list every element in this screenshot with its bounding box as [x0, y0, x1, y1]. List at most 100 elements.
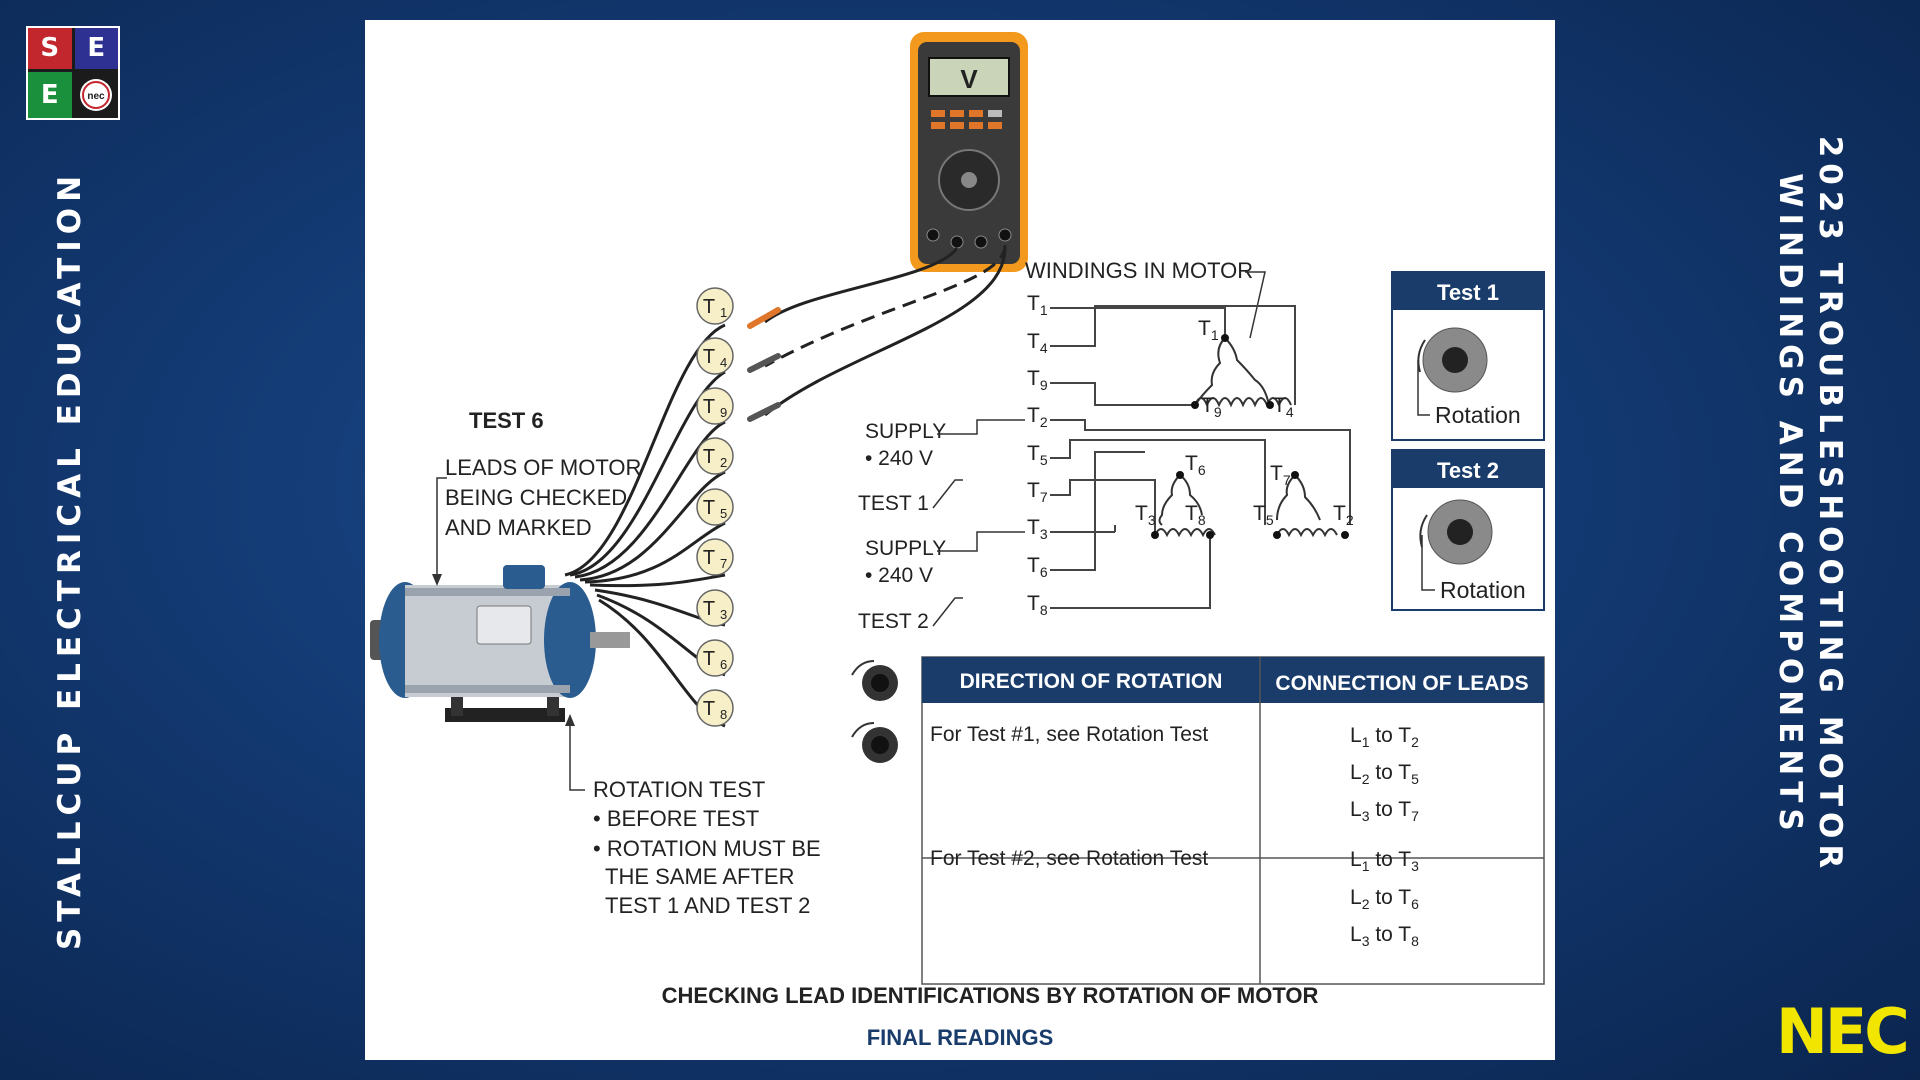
svg-text:T: T [703, 497, 715, 519]
svg-text:T8: T8 [1185, 502, 1206, 528]
svg-text:L1 to T2: L1 to T2 [1350, 724, 1419, 750]
svg-text:T9: T9 [1201, 394, 1222, 420]
svg-text:3: 3 [720, 607, 727, 622]
svg-text:T: T [703, 598, 715, 620]
test-2-box: Test 2 Rotation [1391, 449, 1545, 611]
meter-reading: V [960, 64, 978, 94]
header-direction: DIRECTION OF ROTATION [960, 670, 1223, 693]
svg-text:4: 4 [720, 355, 727, 370]
see-logo: S E E nec [26, 26, 120, 120]
svg-text:• 240 V: • 240 V [865, 447, 933, 470]
svg-text:L2 to T5: L2 to T5 [1350, 761, 1419, 787]
test-2-title: Test 2 [1437, 458, 1499, 483]
logo-e-tile: E [74, 28, 118, 69]
svg-text:T3: T3 [1027, 516, 1048, 542]
svg-text:T: T [703, 346, 715, 368]
svg-text:T4: T4 [1273, 394, 1294, 420]
lead-tag-t5: T 5 [696, 488, 734, 526]
lead-identification-figure: V T 1 T 4 [365, 20, 1555, 1060]
svg-text:T5: T5 [1027, 442, 1048, 468]
header-connection: CONNECTION OF LEADS [1275, 672, 1528, 695]
test-1-title: Test 1 [1437, 280, 1499, 305]
multimeter: V [910, 32, 1028, 272]
windings-label: WINDINGS IN MOTOR [1025, 258, 1253, 283]
svg-text:9: 9 [720, 405, 727, 420]
figure-subcaption: FINAL READINGS [867, 1025, 1054, 1050]
svg-text:T7: T7 [1270, 462, 1291, 488]
svg-text:T9: T9 [1027, 367, 1048, 393]
logo-nec-seal: nec [74, 71, 118, 118]
svg-text:TEST 1: TEST 1 [858, 492, 929, 515]
left-vertical-title: STALLCUP ELECTRICAL EDUCATION [52, 169, 88, 951]
svg-text:L2 to T6: L2 to T6 [1350, 886, 1419, 912]
row-1-direction: For Test #1, see Rotation Test [930, 723, 1208, 746]
svg-text:T: T [703, 396, 715, 418]
lead-tag-t7: T 7 [696, 538, 734, 576]
svg-text:• 240 V: • 240 V [865, 564, 933, 587]
lead-tag-t2: T 2 [696, 437, 734, 475]
lead-tags: T 1 T 4 T 9 T 2 T 5 T 7 T [696, 287, 734, 727]
rotation-arrow-icon [1417, 339, 1426, 373]
table-rotation-icons [851, 660, 898, 763]
logo-e2-tile: E [28, 71, 72, 118]
test-2-rotation-label: Rotation [1440, 577, 1526, 603]
right-title-line-2: WINDINGS AND COMPONENTS [1772, 173, 1808, 837]
svg-text:nec: nec [88, 91, 106, 102]
svg-text:T: T [703, 446, 715, 468]
motor-leads-label: LEADS OF MOTOR BEING CHECKED AND MARKED [445, 455, 648, 540]
rotation-test-label: ROTATION TEST • BEFORE TEST • ROTATION M… [593, 777, 827, 918]
svg-text:L3 to T8: L3 to T8 [1350, 923, 1419, 949]
svg-text:TEST 2: TEST 2 [858, 610, 929, 633]
svg-text:T: T [703, 648, 715, 670]
svg-text:T1: T1 [1198, 317, 1219, 343]
electric-motor [370, 565, 630, 722]
test-1-box: Test 1 Rotation [1391, 271, 1545, 441]
right-vertical-title: 2023 TROUBLESHOOTING MOTOR WINDINGS AND … [1770, 136, 1850, 875]
svg-text:T2: T2 [1027, 404, 1048, 430]
svg-text:T: T [703, 547, 715, 569]
row-2-connections: L1 to T3 L2 to T6 L3 to T8 [1350, 848, 1419, 949]
svg-text:6: 6 [720, 657, 727, 672]
winding-coils [1154, 337, 1338, 538]
svg-text:T7: T7 [1027, 479, 1048, 505]
svg-text:T5: T5 [1253, 502, 1274, 528]
coil-terminal-labels: T1 T9 T4 T6 T3 T8 T7 T5 T2 [1135, 317, 1354, 528]
svg-text:T: T [703, 698, 715, 720]
winding-terminal-dots [1151, 334, 1349, 539]
nec-brand-logo: NEC [1776, 995, 1910, 1068]
svg-text:T6: T6 [1185, 452, 1206, 478]
lead-tag-t6: T 6 [696, 639, 734, 677]
supply-labels: SUPPLY • 240 V TEST 1 SUPPLY • 240 V TES… [858, 420, 946, 633]
svg-text:2: 2 [720, 455, 727, 470]
svg-text:SUPPLY: SUPPLY [865, 537, 946, 560]
lead-tag-t1: T 1 [696, 287, 734, 325]
svg-text:8: 8 [720, 707, 727, 722]
winding-wiring [1050, 305, 1351, 609]
svg-text:7: 7 [720, 556, 727, 571]
right-title-line-1: 2023 TROUBLESHOOTING MOTOR [1812, 135, 1848, 875]
logo-s-tile: S [28, 28, 72, 69]
svg-text:1: 1 [720, 305, 727, 320]
lead-tag-t8: T 8 [696, 689, 734, 727]
svg-text:T6: T6 [1027, 554, 1048, 580]
svg-text:T: T [703, 296, 715, 318]
figure-caption: CHECKING LEAD IDENTIFICATIONS BY ROTATIO… [662, 983, 1319, 1008]
row-1-connections: L1 to T2 L2 to T5 L3 to T7 [1350, 724, 1419, 824]
svg-text:L1 to T3: L1 to T3 [1350, 848, 1419, 874]
svg-text:T8: T8 [1027, 592, 1048, 618]
row-2-direction: For Test #2, see Rotation Test [930, 847, 1208, 870]
svg-text:L3 to T7: L3 to T7 [1350, 798, 1419, 824]
svg-text:5: 5 [720, 506, 727, 521]
test-1-rotation-label: Rotation [1435, 402, 1521, 428]
svg-text:T4: T4 [1027, 330, 1048, 356]
svg-text:T3: T3 [1135, 502, 1156, 528]
winding-terminal-labels: T1 T4 T9 T2 T5 T7 T3 T6 T8 [1027, 292, 1048, 618]
diagram-svg: V T 1 T 4 [370, 32, 1545, 1050]
lead-tag-t3: T 3 [696, 589, 734, 627]
connection-table: DIRECTION OF ROTATION CONNECTION OF LEAD… [921, 656, 1545, 985]
svg-text:T1: T1 [1027, 292, 1048, 318]
lead-tag-t4: T 4 [696, 337, 734, 375]
lead-tag-t9: T 9 [696, 387, 734, 425]
test-6-label: TEST 6 [469, 408, 544, 433]
svg-text:SUPPLY: SUPPLY [865, 420, 946, 443]
